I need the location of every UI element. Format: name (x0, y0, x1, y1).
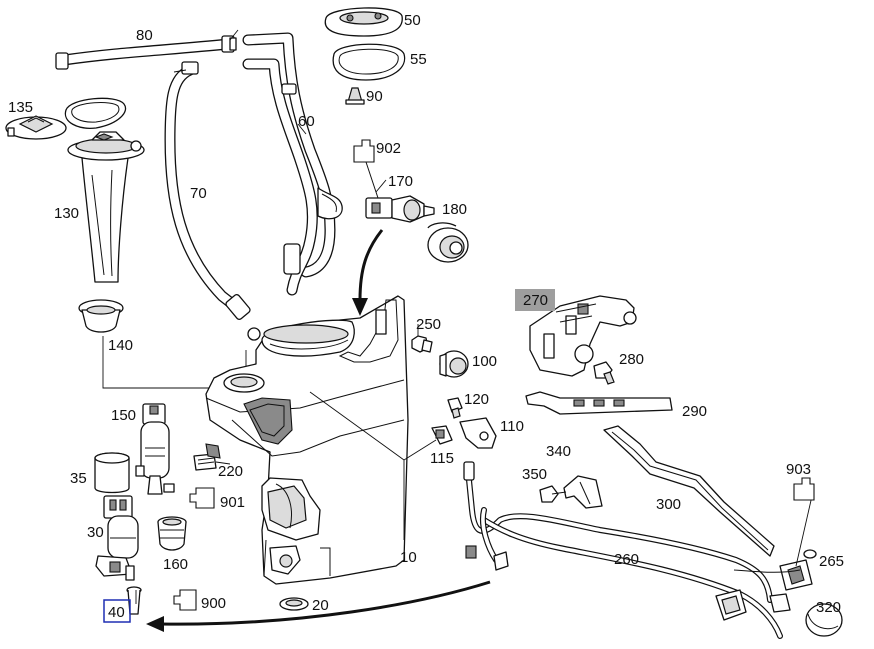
callout-340[interactable]: 340 (546, 443, 571, 460)
assembly-arrow-sensor (358, 229, 384, 301)
assembly-arrow-bottom (159, 580, 491, 626)
callout-55[interactable]: 55 (410, 51, 427, 68)
connector-symbol-902 (353, 139, 375, 163)
callout-220[interactable]: 220 (218, 463, 243, 480)
callout-35[interactable]: 35 (70, 470, 87, 487)
callout-110[interactable]: 110 (500, 418, 524, 435)
callout-135[interactable]: 135 (8, 99, 33, 116)
cover-strip-300[interactable] (603, 425, 775, 557)
hose-80[interactable] (55, 35, 237, 70)
callout-320[interactable]: 320 (816, 599, 841, 616)
grommet-160[interactable] (157, 516, 187, 551)
screw-280[interactable] (593, 361, 615, 385)
leader-lines (135, 29, 813, 604)
filler-neck-130[interactable] (67, 131, 145, 283)
bracket-290[interactable] (525, 391, 673, 415)
callout-290[interactable]: 290 (682, 403, 707, 420)
plug-100[interactable] (439, 350, 469, 378)
bolt-350[interactable] (539, 485, 567, 503)
callout-90[interactable]: 90 (366, 88, 383, 105)
callout-30[interactable]: 30 (87, 524, 104, 541)
callout-20[interactable]: 20 (312, 597, 329, 614)
connector-symbol-903 (793, 477, 815, 501)
assembly-arrowhead-bottom (146, 616, 164, 632)
callout-160[interactable]: 160 (163, 556, 188, 573)
callout-130[interactable]: 130 (54, 205, 79, 222)
pump-30[interactable] (95, 495, 139, 581)
callout-80[interactable]: 80 (136, 27, 153, 44)
callout-260[interactable]: 260 (614, 551, 639, 568)
screw-250[interactable] (411, 335, 433, 353)
callout-900[interactable]: 900 (201, 595, 226, 612)
grommet-140[interactable] (78, 299, 124, 333)
bracket-270[interactable] (529, 295, 637, 377)
hose-70[interactable] (164, 61, 261, 341)
callout-903[interactable]: 903 (786, 461, 811, 478)
callout-170[interactable]: 170 (388, 173, 413, 190)
bracket-110[interactable] (459, 417, 497, 449)
callout-901[interactable]: 901 (220, 494, 245, 511)
hose-60[interactable] (242, 32, 343, 296)
callout-70[interactable]: 70 (190, 185, 207, 202)
callout-902[interactable]: 902 (376, 140, 401, 157)
pump-150[interactable] (135, 403, 175, 495)
gasket-ring-135[interactable] (64, 97, 127, 129)
grommet-20[interactable] (279, 597, 309, 611)
filler-cap-135[interactable] (5, 115, 67, 140)
bracket-340[interactable] (563, 475, 603, 509)
bolt-220[interactable] (193, 443, 221, 471)
callout-150[interactable]: 150 (111, 407, 136, 424)
callout-115[interactable]: 115 (430, 450, 454, 467)
callout-labels: 80 50 55 90 135 60 902 170 70 180 130 27… (8, 12, 844, 621)
washer-reservoir-10[interactable] (205, 295, 409, 585)
cap-320[interactable] (805, 603, 843, 637)
nut-265[interactable] (803, 549, 817, 559)
screw-120[interactable] (447, 397, 463, 419)
callout-280[interactable]: 280 (619, 351, 644, 368)
assembly-arrowhead-sensor (352, 298, 368, 316)
callout-300[interactable]: 300 (656, 496, 681, 513)
connector-symbol-901 (189, 487, 215, 509)
connector-symbol-900 (173, 589, 197, 611)
cover-50[interactable] (324, 7, 403, 37)
bushing-35[interactable] (94, 452, 130, 494)
clip-115[interactable] (431, 425, 453, 445)
callout-100[interactable]: 100 (472, 353, 497, 370)
level-sensor-170[interactable] (365, 161, 435, 223)
callout-140[interactable]: 140 (108, 337, 133, 354)
highlight-box-270 (515, 289, 555, 311)
callout-265[interactable]: 265 (819, 553, 844, 570)
plug-90[interactable] (345, 87, 365, 105)
callout-40[interactable]: 40 (108, 604, 125, 621)
wiring-harness-260[interactable] (463, 461, 813, 639)
callout-180[interactable]: 180 (442, 201, 467, 218)
callout-60[interactable]: 60 (298, 113, 315, 130)
callout-270[interactable]: 270 (523, 292, 548, 309)
grommet-180[interactable] (427, 222, 469, 263)
callout-10[interactable]: 10 (400, 549, 417, 566)
callout-120[interactable]: 120 (464, 391, 489, 408)
seal-40[interactable] (126, 586, 142, 615)
seal-55[interactable] (332, 43, 406, 81)
callout-250[interactable]: 250 (416, 316, 441, 333)
highlight-box-40 (103, 599, 131, 623)
callout-50[interactable]: 50 (404, 12, 421, 29)
callout-350[interactable]: 350 (522, 466, 547, 483)
